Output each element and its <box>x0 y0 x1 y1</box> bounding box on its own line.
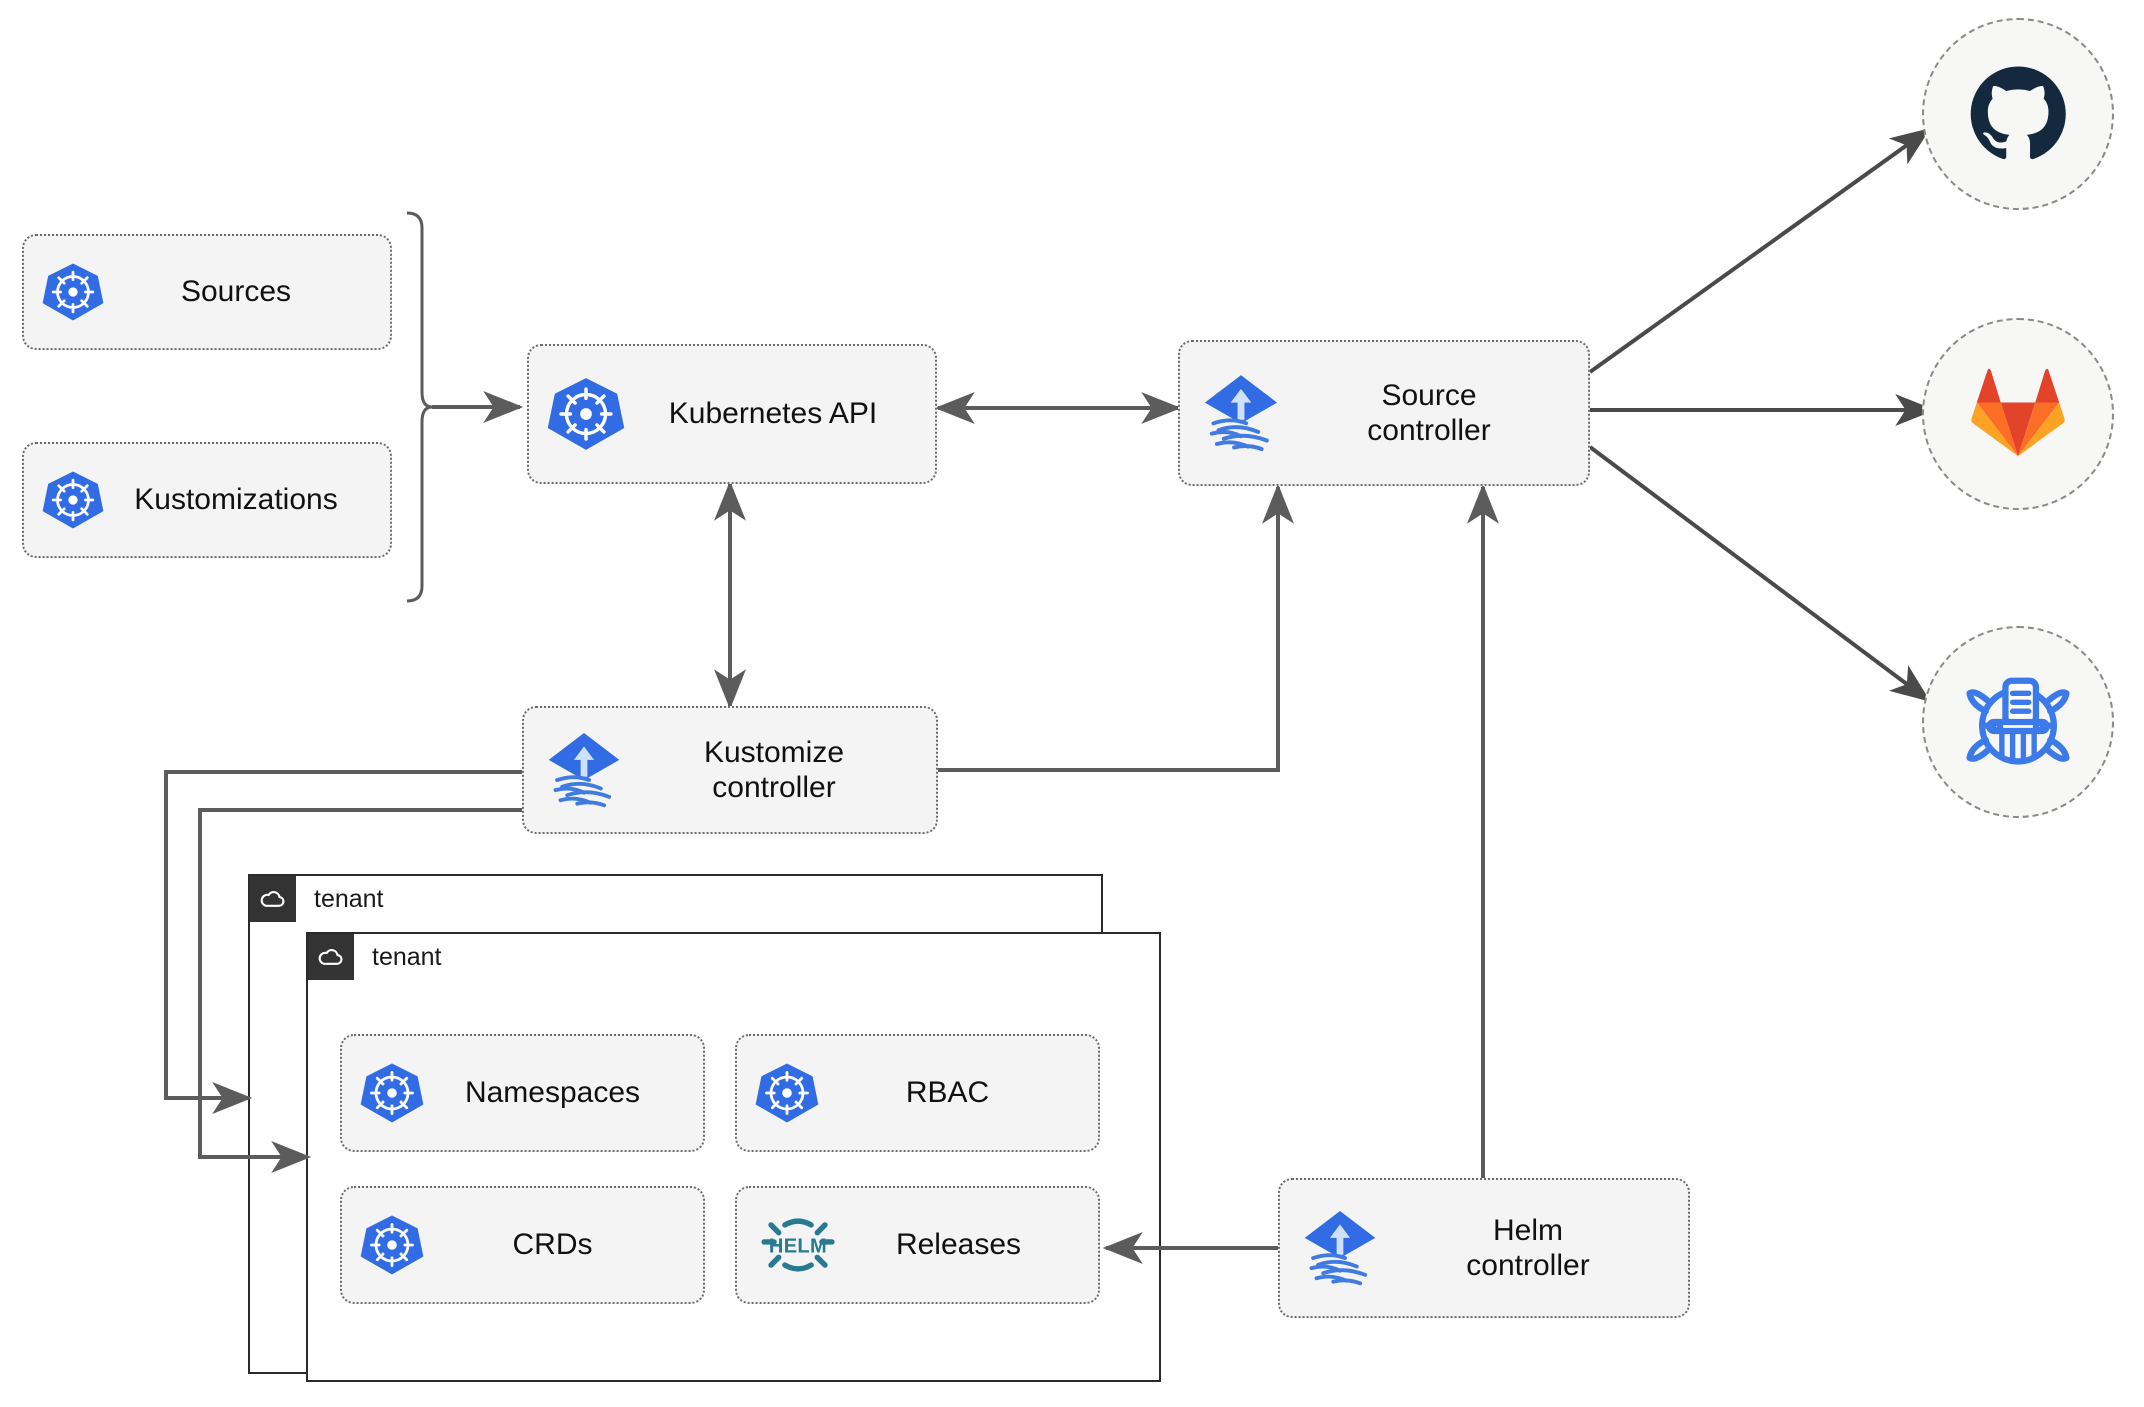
node-releases[interactable]: HELM Releases <box>735 1186 1100 1304</box>
node-kustomize-controller-label: Kustomize controller <box>703 735 845 804</box>
node-kubernetes-api[interactable]: Kubernetes API <box>527 344 937 484</box>
cloud-icon <box>308 934 354 980</box>
svg-text:HELM: HELM <box>769 1236 827 1258</box>
provider-gitlab[interactable] <box>1922 318 2114 510</box>
cloud-icon <box>250 876 296 922</box>
node-sources[interactable]: Sources <box>22 234 392 350</box>
node-kustomize-controller[interactable]: Kustomize controller <box>522 706 938 834</box>
node-source-controller[interactable]: Source controller <box>1178 340 1590 486</box>
kubernetes-icon <box>42 469 104 531</box>
node-namespaces[interactable]: Namespaces <box>340 1034 705 1152</box>
node-rbac-label: RBAC <box>905 1076 990 1110</box>
kubernetes-icon <box>547 375 625 453</box>
node-kubernetes-api-label: Kubernetes API <box>668 397 878 431</box>
node-source-controller-label: Source controller <box>1367 378 1491 447</box>
node-releases-label: Releases <box>895 1228 1022 1262</box>
kubernetes-icon <box>360 1061 424 1125</box>
node-sources-label: Sources <box>180 275 292 309</box>
node-crds-label: CRDs <box>512 1228 593 1262</box>
tenant-front-label: tenant <box>372 942 442 971</box>
provider-github[interactable] <box>1922 18 2114 210</box>
resources-group-brace <box>406 211 524 603</box>
node-namespaces-label: Namespaces <box>464 1076 641 1110</box>
flux-icon <box>1298 1206 1382 1290</box>
gitlab-icon <box>1971 368 2065 457</box>
tenant-front-header: tenant <box>308 934 442 980</box>
provider-helm-repository[interactable] <box>1922 626 2114 818</box>
github-icon <box>1970 66 2066 160</box>
edge-source-github <box>1588 128 1931 374</box>
node-crds[interactable]: CRDs <box>340 1186 705 1304</box>
kubernetes-icon <box>755 1061 819 1125</box>
node-kustomizations[interactable]: Kustomizations <box>22 442 392 558</box>
node-helm-controller-label: Helm controller <box>1466 1213 1590 1282</box>
helm-repository-icon <box>1966 677 2070 765</box>
tenant-back-header: tenant <box>250 876 384 922</box>
helm-icon: HELM <box>755 1208 841 1282</box>
node-helm-controller[interactable]: Helm controller <box>1278 1178 1690 1318</box>
flux-icon <box>542 728 626 812</box>
node-kustomizations-label: Kustomizations <box>134 483 338 517</box>
edge-source-helmrepo <box>1588 445 1931 702</box>
flux-icon <box>1198 370 1284 456</box>
kubernetes-icon <box>42 261 104 323</box>
edge-kustomize-source <box>938 483 1294 772</box>
node-rbac[interactable]: RBAC <box>735 1034 1100 1152</box>
tenant-container-front[interactable]: tenant <box>306 932 1161 1382</box>
kubernetes-icon <box>360 1213 424 1277</box>
tenant-back-label: tenant <box>314 884 384 913</box>
